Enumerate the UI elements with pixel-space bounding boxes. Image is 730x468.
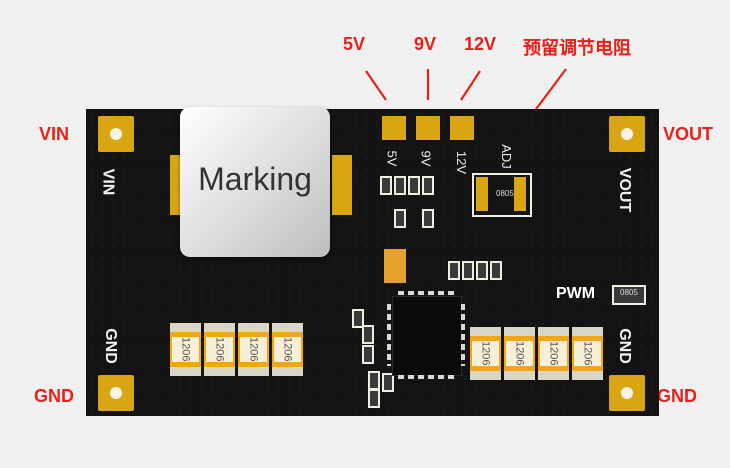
resistor-12 bbox=[362, 325, 374, 344]
label-5v: 5V bbox=[343, 34, 366, 54]
resistor-2 bbox=[394, 176, 406, 195]
silk-vout: VOUT bbox=[616, 167, 634, 213]
inductor-lead-right bbox=[332, 155, 352, 215]
ic-pin-row-top bbox=[398, 291, 454, 295]
resistor-7 bbox=[448, 261, 460, 280]
pkg-0805-rot-label: 0805 bbox=[620, 288, 638, 297]
adj-pad-b bbox=[514, 177, 526, 211]
jumper-5v bbox=[382, 116, 406, 140]
resistor-15 bbox=[368, 389, 380, 408]
inductor: Marking bbox=[180, 107, 330, 257]
capacitor-2: 1206 bbox=[204, 323, 235, 376]
pkg-0805-label: 0805 bbox=[496, 189, 514, 198]
capacitor-5-label: 1206 bbox=[472, 341, 499, 366]
resistor-5 bbox=[394, 209, 406, 228]
ic-pin-row-bottom bbox=[398, 375, 454, 379]
capacitor-7-label: 1206 bbox=[540, 341, 567, 366]
resistor-11 bbox=[352, 309, 364, 328]
resistor-13 bbox=[362, 345, 374, 364]
resistor-16 bbox=[382, 373, 394, 392]
capacitor-3: 1206 bbox=[238, 323, 269, 376]
capacitor-8-label: 1206 bbox=[574, 341, 601, 366]
silk-adj: ADJ bbox=[498, 144, 514, 169]
resistor-4 bbox=[422, 176, 434, 195]
silk-gnd-left: GND bbox=[101, 328, 119, 364]
resistor-6 bbox=[422, 209, 434, 228]
capacitor-4: 1206 bbox=[272, 323, 303, 376]
capacitor-6-label: 1206 bbox=[506, 341, 533, 366]
resistor-3 bbox=[408, 176, 420, 195]
silk-pwm: PWM bbox=[556, 285, 596, 302]
ic-pin-row-left bbox=[387, 304, 391, 366]
capacitor-2-label: 1206 bbox=[206, 337, 233, 362]
pad-vout bbox=[609, 116, 645, 152]
ic-pin-row-right bbox=[461, 304, 465, 366]
pwm-resistor bbox=[612, 285, 646, 305]
jumper-9v bbox=[416, 116, 440, 140]
resistor-10 bbox=[490, 261, 502, 280]
silk-5v: 5V bbox=[384, 150, 400, 167]
capacitor-6: 1206 bbox=[504, 327, 535, 380]
capacitor-8: 1206 bbox=[572, 327, 603, 380]
silk-gnd-right: GND bbox=[615, 328, 633, 364]
ic-chip bbox=[392, 296, 462, 376]
jumper-12v bbox=[450, 116, 474, 140]
label-adj-note: 预留调节电阻 bbox=[523, 38, 631, 58]
silk-vin: VIN bbox=[99, 168, 117, 196]
capacitor-3-label: 1206 bbox=[240, 337, 267, 362]
arrow-5v bbox=[365, 70, 387, 101]
pad-gnd-right bbox=[609, 375, 645, 411]
resistor-1 bbox=[380, 176, 392, 195]
adj-pad-a bbox=[476, 177, 488, 211]
inductor-marking: Marking bbox=[198, 161, 312, 197]
resistor-9 bbox=[476, 261, 488, 280]
label-12v: 12V bbox=[464, 34, 497, 54]
resistor-14 bbox=[368, 371, 380, 390]
label-gnd-right: GND bbox=[657, 386, 697, 406]
pcb-board: VIN GND VOUT GND 5V 9V 12V ADJ 0805 PWM … bbox=[86, 109, 659, 416]
label-vout: VOUT bbox=[663, 124, 714, 144]
capacitor-5: 1206 bbox=[470, 327, 501, 380]
capacitor-1: 1206 bbox=[170, 323, 201, 376]
adj-resistor-footprint bbox=[472, 173, 532, 217]
label-gnd-left: GND bbox=[34, 386, 74, 406]
capacitor-7: 1206 bbox=[538, 327, 569, 380]
capacitor-1-label: 1206 bbox=[172, 337, 199, 362]
diode bbox=[384, 249, 406, 283]
label-vin: VIN bbox=[39, 124, 70, 144]
capacitor-4-label: 1206 bbox=[274, 337, 301, 362]
silk-12v: 12V bbox=[454, 150, 470, 175]
arrow-12v bbox=[460, 70, 481, 101]
label-9v: 9V bbox=[414, 34, 437, 54]
silk-9v: 9V bbox=[418, 150, 434, 167]
pad-vin bbox=[98, 116, 134, 152]
pad-gnd-left bbox=[98, 375, 134, 411]
resistor-8 bbox=[462, 261, 474, 280]
